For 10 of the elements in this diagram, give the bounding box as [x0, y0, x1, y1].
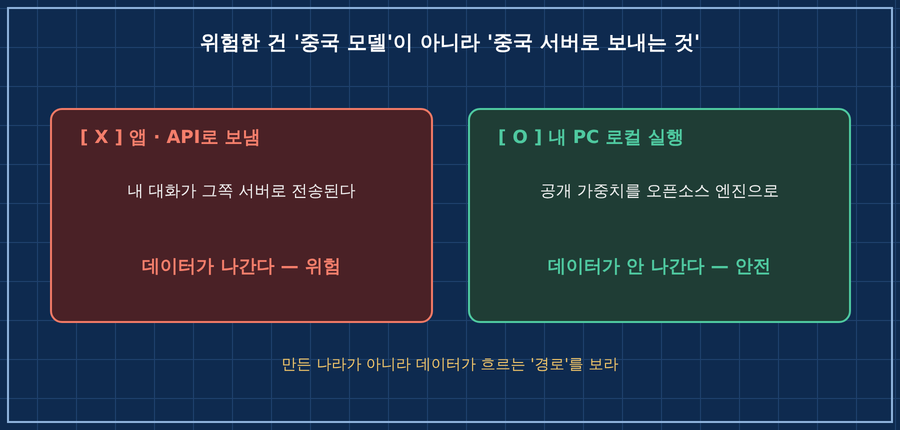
card-text: 공개 가중치를 오픈소스 엔진으로	[540, 180, 780, 202]
comparison-card	[50, 108, 433, 323]
caption: 만든 나라가 아니라 데이터가 흐르는 '경로'를 보라	[280, 354, 620, 375]
card-text: 내 대화가 그쪽 서버로 전송된다	[127, 180, 356, 202]
card-verdict: 데이터가 안 나간다 — 안전	[548, 255, 772, 279]
title: 위험한 건 '중국 모델'이 아니라 '중국 서버로 보내는 것'	[198, 29, 702, 56]
comparison-card	[468, 108, 851, 323]
card-verdict: 데이터가 나간다 — 위험	[142, 255, 341, 279]
card-heading: [ O ] 내 PC 로컬 실행	[498, 126, 684, 150]
card-heading: [ X ] 앱 · API로 보냄	[80, 126, 261, 150]
